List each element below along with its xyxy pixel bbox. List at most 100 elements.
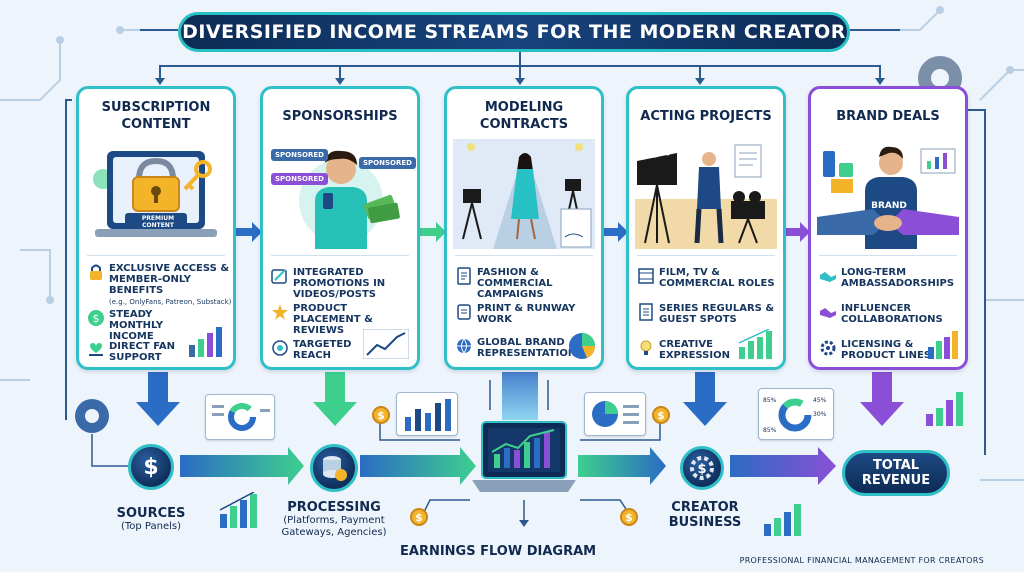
bullet-text: INTEGRATED PROMOTIONS IN VIDEOS/POSTS [293, 267, 386, 300]
bar-panel [396, 392, 458, 436]
dollar-coin-icon: $ [88, 310, 104, 326]
percent-label: 85% [763, 427, 777, 434]
bullet-item: CREATIVE EXPRESSION [637, 339, 739, 361]
bullet-text: LONG-TERM AMBASSADORSHIPS [841, 267, 955, 289]
sponsored-tag: SPONSORED [271, 149, 328, 161]
dashboard-panel [205, 394, 275, 440]
card-subscription-content: SUBSCRIPTION CONTENT PREMIUM CONTENT EXC… [76, 86, 236, 370]
brand-shirt-label: BRAND [871, 201, 907, 211]
bullet-text: DIRECT FAN SUPPORT [109, 341, 175, 363]
bar-chart-icon [405, 399, 451, 431]
bullet-item: LICENSING & PRODUCT LINES [819, 339, 937, 361]
processing-title: PROCESSING [287, 500, 381, 515]
bullet-item: FILM, TV & COMMERCIAL ROLES [637, 267, 783, 289]
target-icon [272, 340, 288, 356]
premium-content-label: PREMIUM CONTENT [141, 215, 175, 229]
star-icon [272, 304, 288, 320]
bullet-text: STEADY MONTHLY INCOME [109, 309, 164, 342]
bar-chart-icon [219, 492, 257, 528]
script-icon [639, 303, 653, 321]
total-revenue-badge: TOTAL REVENUE [842, 450, 950, 496]
pie-chart-icon [592, 401, 639, 427]
gear-icon [820, 340, 836, 356]
bullet-text: PRINT & RUNWAY WORK [477, 303, 576, 325]
bullet-text: GLOBAL BRAND REPRESENTATION [477, 337, 577, 359]
scroll-icon [457, 304, 471, 320]
bar-chart-icon [738, 329, 772, 359]
bullet-item: FASHION & COMMERCIAL CAMPAIGNS [455, 267, 601, 300]
percentage-panel: 85% 45% 30% 85% [758, 388, 834, 440]
processing-database-icon [310, 444, 358, 492]
padlock-laptop-illustration [93, 151, 217, 237]
svg-text:$: $ [697, 462, 706, 477]
laptop-chart-icon [472, 421, 576, 492]
coin-icon: $ [372, 406, 390, 424]
handshake-icon [820, 308, 836, 318]
coin-icon: $ [652, 406, 670, 424]
sources-dollar-icon: $ [128, 444, 174, 490]
pie-chart-icon [569, 333, 595, 359]
bullet-item: DIRECT FAN SUPPORT [87, 341, 189, 363]
bullet-item: SERIES REGULARS & GUEST SPOTS [637, 303, 783, 325]
trend-arrow-icon [271, 269, 287, 284]
line-chart-icon [363, 329, 409, 359]
bullet-text: CREATIVE EXPRESSION [659, 339, 730, 361]
processing-subtitle: (Platforms, Payment Gateways, Agencies) [281, 515, 387, 538]
card-modeling-contracts: MODELING CONTRACTS FASHION & COMMERCIAL … [444, 86, 604, 370]
bullet-text: FASHION & COMMERCIAL CAMPAIGNS [477, 267, 553, 300]
lightbulb-icon [640, 340, 652, 355]
bullet-text: INFLUENCER COLLABORATIONS [841, 303, 943, 325]
document-icon [457, 267, 471, 285]
bullet-item: TARGETED REACH [271, 339, 361, 361]
globe-icon [457, 338, 471, 354]
divider [637, 255, 775, 256]
bar-chart-icon [928, 331, 958, 359]
card-brand-deals: BRAND DEALS BRAND LONG-TERM AMBASSADORSH… [808, 86, 968, 370]
bullet-item: EXCLUSIVE ACCESS & MEMBER-ONLY BENEFITS(… [87, 263, 231, 308]
film-icon [638, 268, 654, 284]
donut-chart-icon [778, 398, 812, 432]
percent-label: 85% [763, 397, 777, 404]
heart-hand-icon [89, 343, 103, 356]
card-title: ACTING PROJECTS [640, 108, 772, 124]
sources-subtitle: (Top Panels) [120, 521, 182, 532]
card-sponsorships: SPONSORSHIPS SPONSORED SPONSORED SPONSOR… [260, 86, 420, 370]
bullet-item: PRINT & RUNWAY WORK [455, 303, 577, 325]
sources-label: SOURCES (Top Panels) [110, 506, 192, 533]
diagram-title: DIVERSIFIED INCOME STREAMS FOR THE MODER… [178, 12, 850, 52]
percent-label: 30% [813, 411, 827, 418]
svg-text:$: $ [93, 312, 100, 325]
brand-handshake-illustration [817, 146, 959, 249]
footer-title: EARNINGS FLOW DIAGRAM [400, 544, 597, 559]
divider [819, 255, 957, 256]
divider [455, 255, 593, 256]
gear-dollar-icon: $ [690, 456, 714, 480]
card-acting-projects: ACTING PROJECTS FILM, TV & COMMERCIAL RO… [626, 86, 786, 370]
bullet-item: INTEGRATED PROMOTIONS IN VIDEOS/POSTS [271, 267, 417, 300]
bullet-item: PRODUCT PLACEMENT & REVIEWS [271, 303, 417, 336]
bullet-item: GLOBAL BRAND REPRESENTATION [455, 337, 577, 359]
bar-chart-icon [926, 392, 963, 426]
creator-business-icon: $ [680, 446, 724, 490]
bullet-item: $ STEADY MONTHLY INCOME [87, 309, 199, 342]
bar-chart-icon [189, 327, 222, 357]
bullet-text: LICENSING & PRODUCT LINES [841, 339, 932, 361]
sponsored-tag: SPONSORED [271, 173, 328, 185]
card-title: SPONSORSHIPS [282, 108, 398, 124]
film-set-illustration [635, 144, 777, 249]
footer-note: PROFESSIONAL FINANCIAL MANAGEMENT FOR CR… [739, 556, 984, 565]
bullet-text: EXCLUSIVE ACCESS & MEMBER-ONLY BENEFITS [109, 263, 230, 296]
bar-chart-icon [764, 504, 801, 536]
divider [271, 255, 409, 256]
bullet-text: PRODUCT PLACEMENT & REVIEWS [293, 303, 373, 336]
bullet-text: TARGETED REACH [293, 339, 352, 361]
bullet-item: INFLUENCER COLLABORATIONS [819, 303, 965, 325]
creator-business-label: CREATOR BUSINESS [668, 500, 742, 530]
divider [87, 255, 225, 256]
database-icon [323, 456, 347, 481]
donut-chart-icon [212, 403, 270, 431]
pie-panel [584, 392, 646, 436]
coin-icon: $ [620, 508, 638, 526]
card-title: BRAND DEALS [836, 108, 940, 124]
